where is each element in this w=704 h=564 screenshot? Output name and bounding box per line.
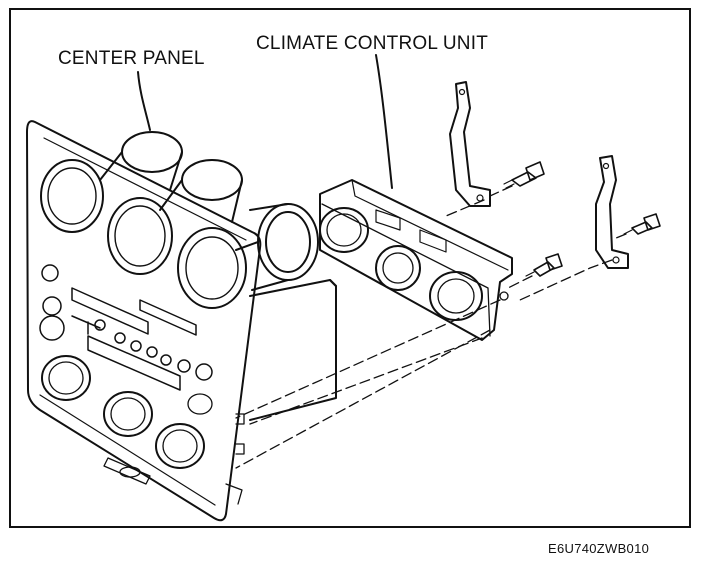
opening-center [103,391,153,437]
opening-left [41,355,91,401]
climate-unit-housing [319,179,513,341]
climate-control-unit-label: CLIMATE CONTROL UNIT [256,33,489,54]
leader-climate-unit [375,54,393,189]
center-panel [26,120,337,522]
vent-ducts [99,131,319,291]
opening-right [155,423,205,469]
knob-left [319,207,369,253]
knob-center [375,245,421,291]
lower-openings [41,355,213,485]
vent-right [177,227,247,309]
climate-control-unit [319,179,513,341]
screw-icon [503,161,661,277]
screw-right [623,213,661,235]
air-vents [40,159,247,309]
bracket-icon [449,81,629,269]
bracket-lower [595,155,629,269]
audio-section [39,264,213,391]
center-panel-rear-housing [249,279,337,421]
vent-left [40,159,104,233]
center-panel-bezel [26,120,262,522]
vent-center [107,197,173,275]
bracket-upper [449,81,491,207]
screw-upper [503,161,545,189]
figure-code: E6U740ZWB010 [548,541,650,556]
leader-center-panel [137,71,151,131]
screw-middle [525,253,563,277]
center-panel-label: CENTER PANEL [58,48,205,69]
assembly-lines [235,185,627,469]
